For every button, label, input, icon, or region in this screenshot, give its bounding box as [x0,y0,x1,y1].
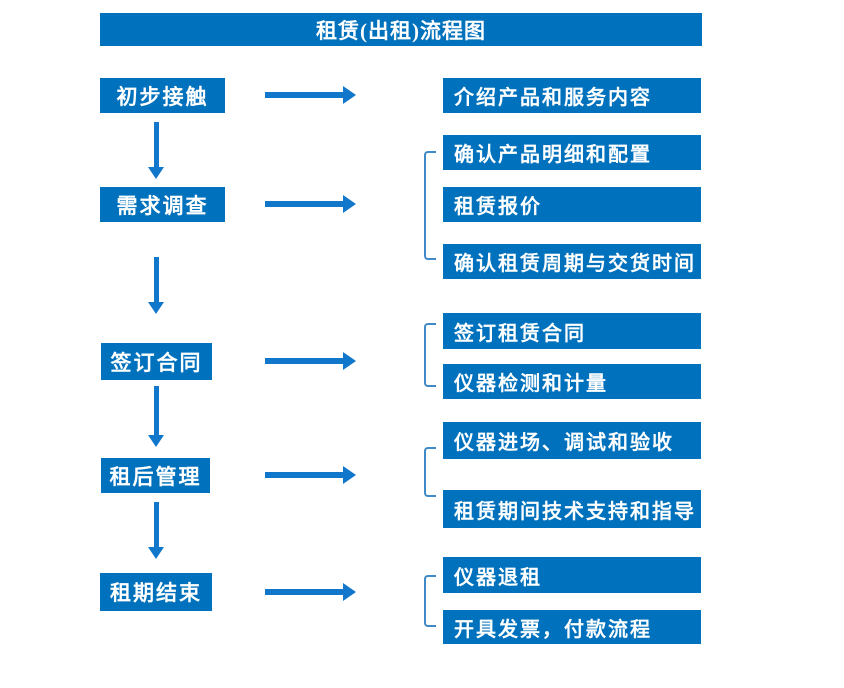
right-arrow-shaft [265,201,343,207]
detail-box-rental-quote: 租赁报价 [443,187,701,222]
down-arrow-icon-2 [148,257,164,314]
stage-box-post-rental-management: 租后管理 [101,458,210,493]
right-arrow-shaft [265,589,343,595]
stage-box-initial-contact: 初步接触 [100,78,225,113]
detail-box-instrument-return: 仪器退租 [443,557,701,593]
down-arrow-shaft [153,122,159,167]
detail-box-confirm-product-config: 确认产品明细和配置 [443,135,701,170]
stage-box-demand-survey: 需求调查 [100,187,225,222]
right-arrow-head [343,195,356,213]
detail-box-intro-product-services: 介绍产品和服务内容 [443,78,701,113]
detail-box-instrument-testing: 仪器检测和计量 [443,364,701,399]
right-arrow-head [343,352,356,370]
down-arrow-shaft [153,386,159,435]
flowchart-title: 租赁(出租)流程图 [100,13,702,46]
down-arrow-icon-3 [148,386,164,447]
down-arrow-head [148,547,164,559]
detail-box-confirm-period-delivery: 确认租赁周期与交货时间 [443,244,701,279]
group-bracket-contract-signing [424,323,436,387]
group-bracket-lease-end [424,575,436,627]
group-bracket-demand-survey [424,151,436,260]
down-arrow-shaft [153,502,159,547]
right-arrow-shaft [265,472,343,478]
down-arrow-icon-1 [148,122,164,179]
right-arrow-icon-3 [265,352,356,370]
right-arrow-shaft [265,358,343,364]
right-arrow-icon-1 [265,86,356,104]
stage-box-lease-end: 租期结束 [100,573,212,611]
down-arrow-icon-4 [148,502,164,559]
right-arrow-head [343,86,356,104]
right-arrow-head [343,466,356,484]
detail-box-instrument-setup-acceptance: 仪器进场、调试和验收 [443,422,701,459]
down-arrow-head [148,167,164,179]
stage-box-contract-signing: 签订合同 [101,343,212,380]
group-bracket-post-rental [424,447,436,497]
right-arrow-icon-5 [265,583,356,601]
detail-box-invoice-payment: 开具发票，付款流程 [443,610,701,644]
down-arrow-head [148,302,164,314]
right-arrow-icon-2 [265,195,356,213]
down-arrow-shaft [153,257,159,302]
detail-box-rental-tech-support: 租赁期间技术支持和指导 [443,490,701,528]
right-arrow-head [343,583,356,601]
right-arrow-shaft [265,92,343,98]
detail-box-sign-rental-contract: 签订租赁合同 [443,313,701,349]
down-arrow-head [148,435,164,447]
right-arrow-icon-4 [265,466,356,484]
